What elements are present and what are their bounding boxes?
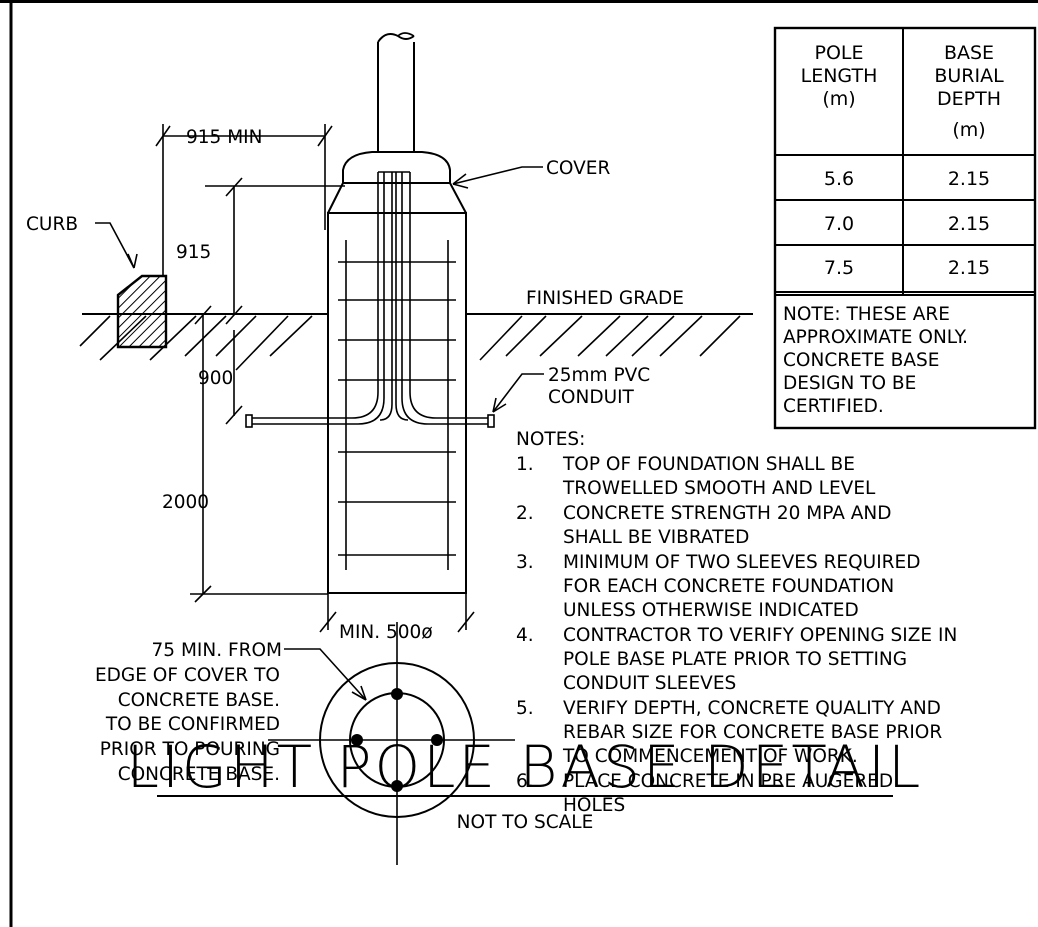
table-cell-depth: 2.15 <box>948 257 990 279</box>
note-line: VERIFY DEPTH, CONCRETE QUALITY AND <box>563 698 941 719</box>
plan-note-line: PRIOR TO POURING <box>100 739 280 760</box>
table-header-depth: BASE BURIAL DEPTH (m) <box>934 42 1004 141</box>
plan-note: 75 MIN. FROM EDGE OF COVER TO CONCRETE B… <box>95 640 282 785</box>
curb-label: CURB <box>26 214 78 235</box>
cover-label: COVER <box>546 158 610 179</box>
table-note-line: NOTE: THESE ARE <box>783 304 950 325</box>
burial-depth-table <box>773 26 1037 430</box>
dim-2000-label: 2000 <box>162 492 209 513</box>
plan-note-line: CONCRETE BASE. <box>118 690 280 711</box>
note-number: 2. <box>516 503 534 524</box>
table-cell-pole: 7.0 <box>824 213 854 235</box>
table-cell-depth: 2.15 <box>948 168 990 190</box>
note-line: FOR EACH CONCRETE FOUNDATION <box>563 576 894 597</box>
curb <box>116 274 168 349</box>
table-note: NOTE: THESE ARE APPROXIMATE ONLY. CONCRE… <box>783 304 968 417</box>
note-number: 1. <box>516 454 534 475</box>
note-line: REBAR SIZE FOR CONCRETE BASE PRIOR <box>563 722 942 743</box>
conduit-label-1: 25mm PVC <box>548 365 650 386</box>
dim-915-min-label: 915 MIN <box>186 127 262 148</box>
note-line: TROWELLED SMOOTH AND LEVEL <box>562 478 876 499</box>
plan-note-line: CONCRETE BASE. <box>118 764 280 785</box>
table-header-pole: POLE LENGTH (m) <box>801 42 878 110</box>
table-header-line: DEPTH <box>937 88 1001 110</box>
plan-note-line: TO BE CONFIRMED <box>105 714 280 735</box>
finished-grade-label: FINISHED GRADE <box>526 288 684 309</box>
table-cell-pole: 5.6 <box>824 168 854 190</box>
concrete-base <box>327 212 467 594</box>
drawing-subtitle: NOT TO SCALE <box>457 812 594 833</box>
note-line: POLE BASE PLATE PRIOR TO SETTING <box>563 649 907 670</box>
notes-title: NOTES: <box>516 429 585 450</box>
pole-shaft <box>377 32 415 152</box>
conduit-label-2: CONDUIT <box>548 387 635 408</box>
note-line: SHALL BE VIBRATED <box>563 527 749 548</box>
drawing-title: LIGHT POLE BASE DETAIL <box>127 733 924 801</box>
table-header-line: BASE <box>944 42 994 64</box>
dim-915-label: 915 <box>176 242 211 263</box>
note-number: 5. <box>516 698 534 719</box>
table-cell-depth: 2.15 <box>948 213 990 235</box>
table-header-line: POLE <box>814 42 863 64</box>
table-note-line: CERTIFIED. <box>783 396 884 417</box>
foundation-plan-view <box>268 622 515 865</box>
note-number: 3. <box>516 552 534 573</box>
table-header-line: (m) <box>822 88 855 110</box>
table-note-line: DESIGN TO BE <box>783 373 916 394</box>
rebar-cage <box>338 240 456 570</box>
finished-grade-ground <box>79 313 753 371</box>
dim-900-label: 900 <box>198 368 233 389</box>
table-note-line: APPROXIMATE ONLY. <box>783 327 968 348</box>
table-header-line: BURIAL <box>934 65 1004 87</box>
note-number: 4. <box>516 625 534 646</box>
pole-cover <box>327 151 467 214</box>
note-line: TO COMMENCEMENT OF WORK. <box>562 746 858 767</box>
table-note-line: CONCRETE BASE <box>783 350 939 371</box>
table-rows: 5.6 2.15 7.0 2.15 7.5 2.15 <box>824 168 990 279</box>
note-line: CONDUIT SLEEVES <box>563 673 736 694</box>
plan-note-line: EDGE OF COVER TO <box>95 665 280 686</box>
note-line: TOP OF FOUNDATION SHALL BE <box>562 454 855 475</box>
note-line: UNLESS OTHERWISE INDICATED <box>563 600 859 621</box>
note-line: HOLES <box>563 795 625 816</box>
notes-list: 1. TOP OF FOUNDATION SHALL BE TROWELLED … <box>516 454 957 816</box>
table-cell-pole: 7.5 <box>824 257 854 279</box>
plan-note-line: 75 MIN. FROM <box>152 640 282 661</box>
note-line: MINIMUM OF TWO SLEEVES REQUIRED <box>563 552 920 573</box>
pvc-conduits <box>245 171 495 428</box>
leader-lines <box>95 166 544 701</box>
note-line: CONTRACTOR TO VERIFY OPENING SIZE IN <box>563 625 957 646</box>
dimension-lines <box>155 124 475 633</box>
note-line: CONCRETE STRENGTH 20 MPA AND <box>563 503 891 524</box>
min-500-label: MIN. 500ø <box>339 622 433 643</box>
note-number: 6. <box>516 771 534 792</box>
table-header-line: LENGTH <box>801 65 878 87</box>
table-header-line: (m) <box>952 119 985 141</box>
note-line: PLACE CONCRETE IN PRE AUGERED <box>563 771 893 792</box>
